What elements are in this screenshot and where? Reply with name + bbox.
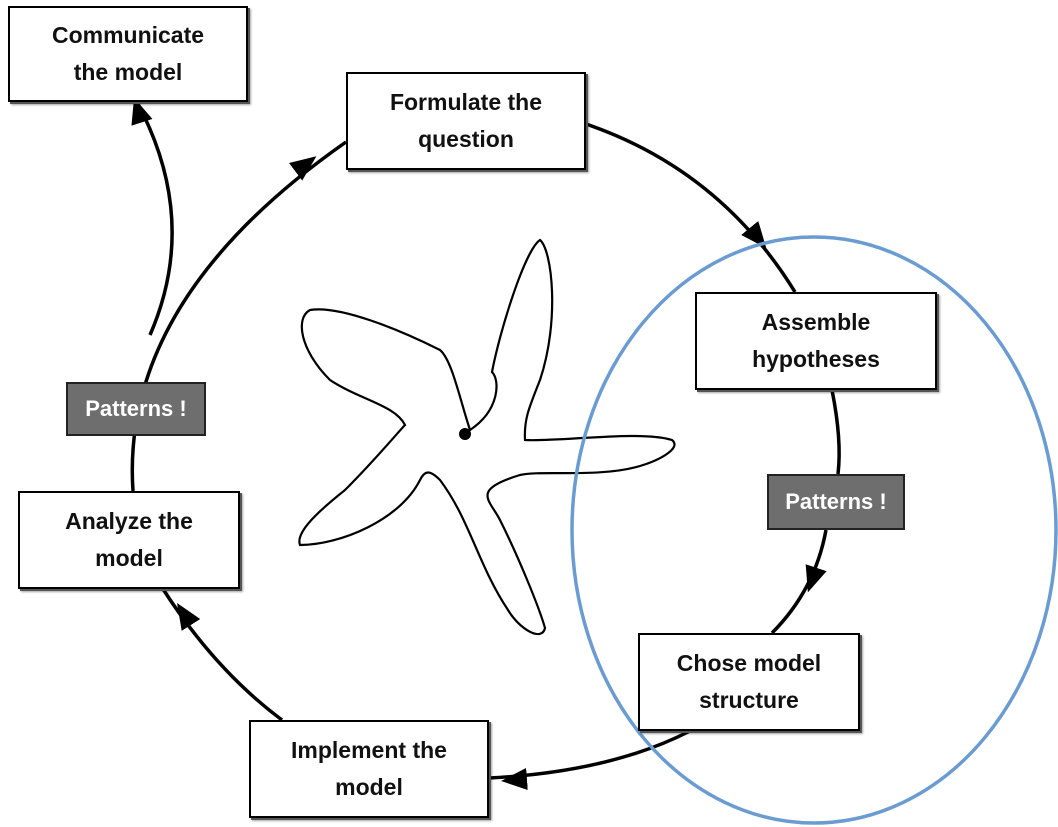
edge-formulate-to-assemble-tip xyxy=(741,220,767,249)
node-implement-the-model: Implement the model xyxy=(249,720,489,818)
complexity-star-shape xyxy=(298,238,676,636)
edge-assemble-to-chose xyxy=(830,389,841,475)
node-formulate-the-question: Formulate the question xyxy=(346,72,586,170)
center-dot xyxy=(459,428,471,440)
edge-analyze-to-formulate xyxy=(130,140,348,492)
node-assemble-hypotheses: Assemble hypotheses xyxy=(695,292,937,390)
node-analyze-the-model: Analyze the model xyxy=(18,491,240,589)
patterns-tag-left: Patterns ! xyxy=(66,382,206,436)
edge-analyze-to-communicate xyxy=(135,101,174,336)
node-communicate-the-model: Communicate the model xyxy=(8,6,248,102)
patterns-tag-right: Patterns ! xyxy=(767,474,905,530)
highlight-ellipse xyxy=(570,235,1058,825)
node-chose-model-structure: Chose model structure xyxy=(638,633,860,731)
edge-assemble-to-chose-2 xyxy=(770,529,828,635)
edge-implement-to-analyze xyxy=(161,588,284,722)
edge-formulate-to-assemble xyxy=(585,122,797,293)
edge-chose-to-implement-tip xyxy=(501,768,528,790)
